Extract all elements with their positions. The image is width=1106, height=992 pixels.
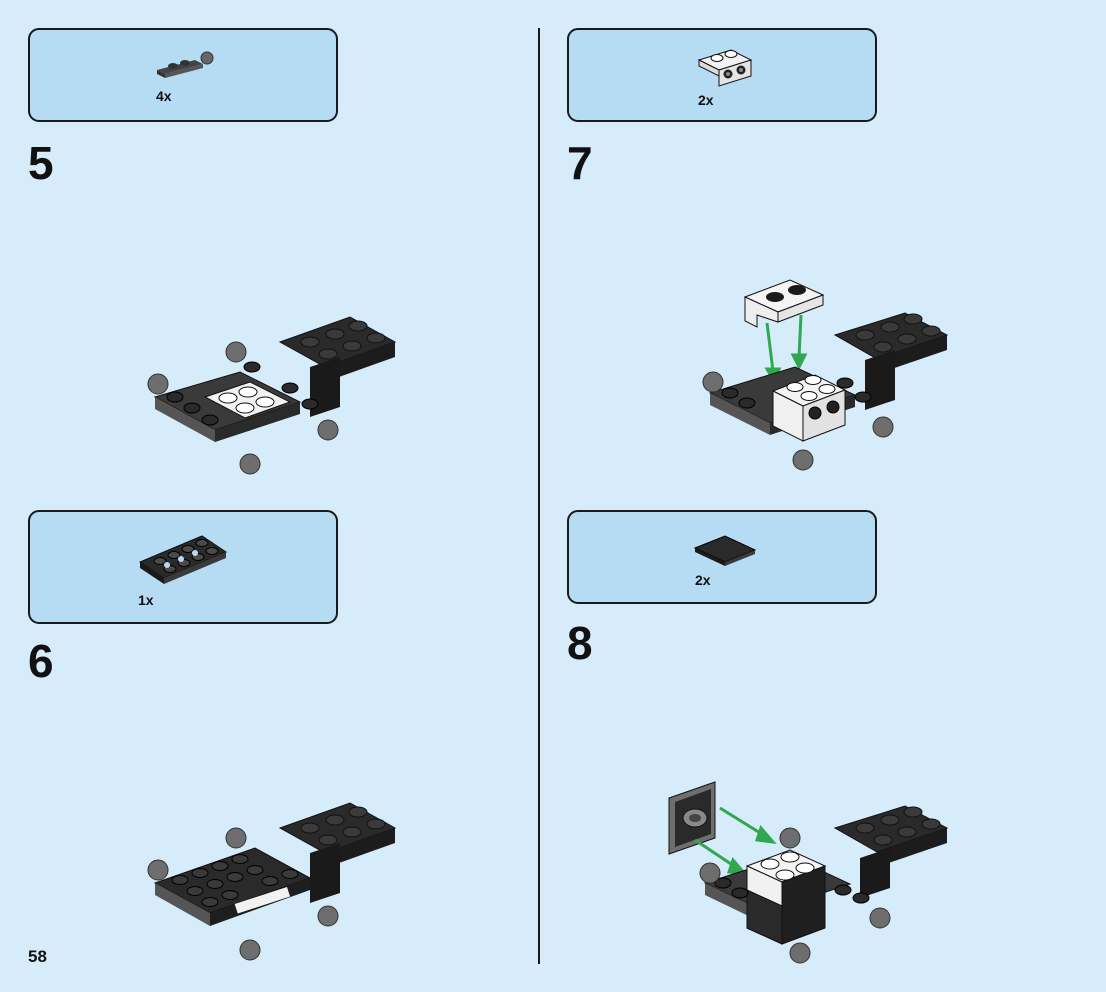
- ball-joint-plate-icon: [157, 51, 214, 78]
- assembly-illustration-step-8: [668, 781, 949, 964]
- parts-callout-step-7: 2x: [567, 28, 877, 122]
- part-quantity: 4x: [156, 88, 172, 104]
- column-divider: [538, 28, 540, 964]
- parts-callout-step-5: 4x: [28, 28, 338, 122]
- parts-callout-step-8: 2x: [567, 510, 877, 604]
- part-quantity: 2x: [698, 92, 714, 108]
- white-bracket-icon: [697, 49, 753, 87]
- step-number: 6: [28, 635, 54, 687]
- step-number: 8: [567, 617, 593, 669]
- assembly-illustration-step-5: [147, 316, 397, 475]
- assembly-illustration-step-7: [702, 279, 949, 471]
- part-quantity: 1x: [138, 592, 154, 608]
- step-number: 5: [28, 137, 54, 189]
- black-tile-icon: [693, 535, 757, 566]
- assembly-illustration-step-6: [147, 802, 397, 961]
- part-quantity: 2x: [695, 572, 711, 588]
- step-number: 7: [567, 137, 593, 189]
- technic-plate-icon: [138, 535, 228, 584]
- page-number: 58: [28, 947, 47, 966]
- parts-callout-step-6: 1x: [28, 510, 338, 624]
